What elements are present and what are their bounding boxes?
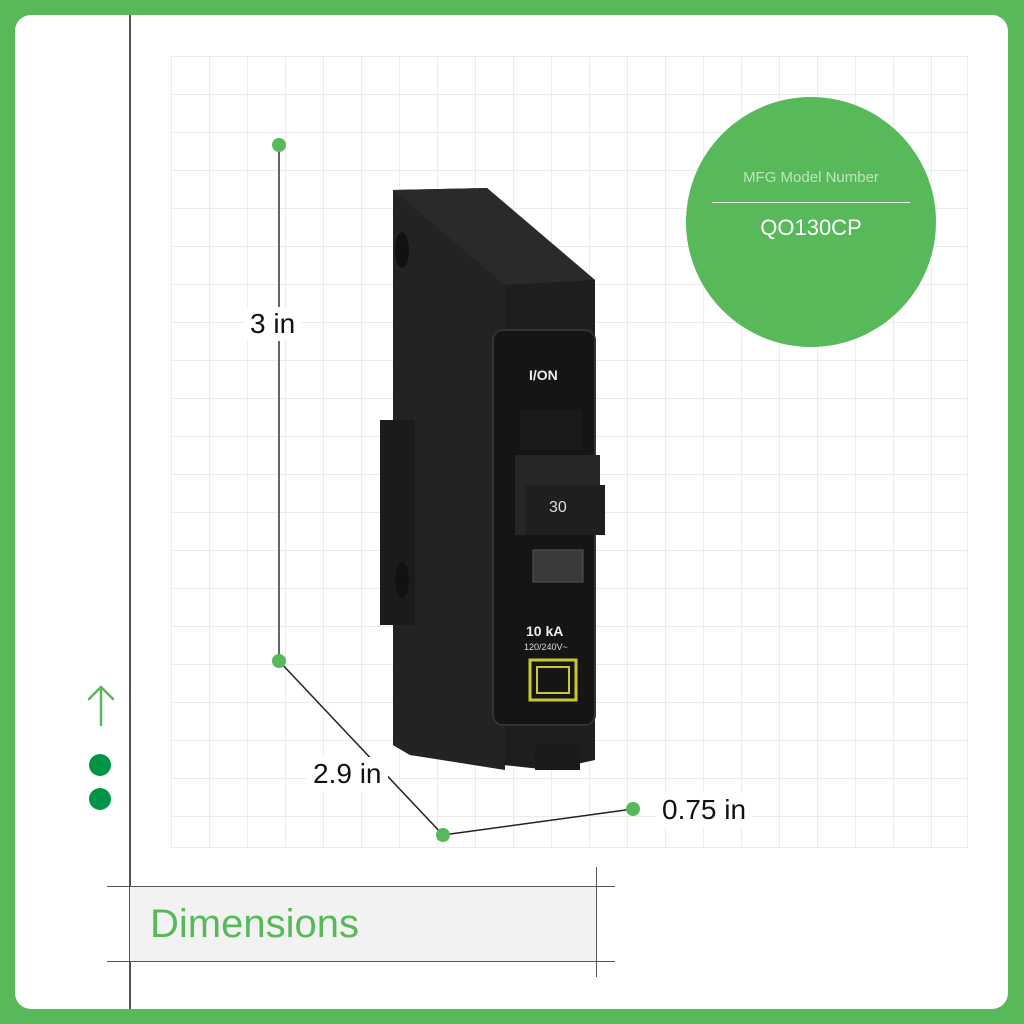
height-dimension-label: 3 in [244,307,302,341]
badge-label: MFG Model Number [743,169,879,186]
nav-dot-1[interactable] [89,754,111,776]
title-rule-right [596,867,597,977]
title-rule-bottom [107,961,615,962]
nav-dot-2[interactable] [89,788,111,810]
breaker-amperage-label: 30 [549,499,567,516]
breaker-image [380,188,605,770]
badge-divider [712,202,910,203]
arrow-up-icon[interactable] [87,683,115,729]
title-rule-top [107,886,615,887]
width-dimension-label: 0.75 in [656,793,753,827]
depth-dimension-label: 2.9 in [307,757,388,791]
section-title-box: Dimensions [130,887,596,961]
model-number-badge: MFG Model Number QO130CP [686,97,936,347]
dimension-lines [272,138,640,842]
section-title: Dimensions [150,902,359,946]
breaker-rating-label: 10 kA [526,623,564,639]
breaker-switch-label: I/ON [529,367,558,383]
breaker-voltage-label: 120/240V~ [524,642,568,652]
vertical-divider [129,15,131,1009]
model-number: QO130CP [760,215,862,240]
product-card: I/ON 30 10 kA 120/240V~ 3 in 2.9 in 0.75… [15,15,1008,1009]
